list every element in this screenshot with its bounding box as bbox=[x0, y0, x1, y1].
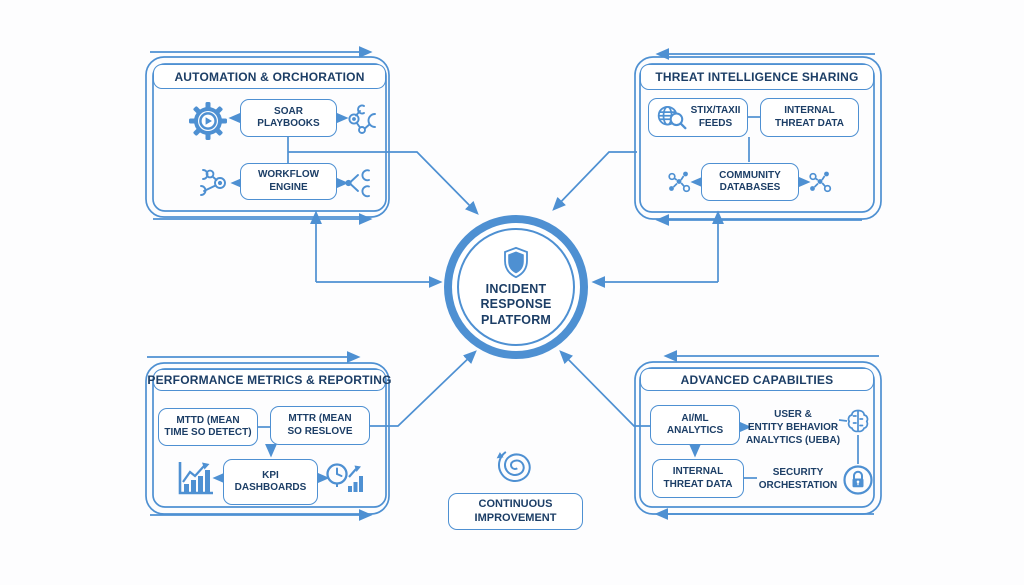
tool-network-icon bbox=[345, 103, 379, 137]
threat-header: THREAT INTELLIGENCE SHARING bbox=[640, 64, 874, 90]
globe-search-icon bbox=[656, 104, 688, 131]
automation-connectors bbox=[150, 46, 479, 288]
clock-chart-icon bbox=[325, 460, 369, 496]
spiral-loop-icon bbox=[493, 445, 537, 485]
aiml-analytics-box: AI/ML ANALYTICS bbox=[650, 405, 740, 445]
soar-playbooks-box: SOAR PLAYBOOKS bbox=[240, 99, 337, 137]
chart-up-icon bbox=[174, 459, 216, 497]
performance-header: PERFORMANCE METRICS & REPORTING bbox=[147, 369, 391, 391]
security-orchestration-label: SECURITY ORCHESTATION bbox=[758, 467, 838, 491]
performance-title: PERFORMANCE METRICS & REPORTING bbox=[147, 373, 392, 387]
shield-icon bbox=[501, 246, 531, 279]
advanced-header: ADVANCED CAPABILTIES bbox=[640, 368, 874, 391]
advanced-connectors bbox=[559, 350, 879, 520]
threat-title: THREAT INTELLIGENCE SHARING bbox=[655, 70, 859, 84]
fork-branch-icon bbox=[343, 166, 373, 200]
lock-icon bbox=[842, 464, 874, 496]
stix-taxii-box: STIX/TAXII FEEDS bbox=[648, 98, 748, 137]
stix-taxii-label: STIX/TAXII FEEDS bbox=[690, 105, 741, 129]
platform-inner-ring: INCIDENT RESPONSE PLATFORM bbox=[457, 228, 575, 346]
threat-connectors bbox=[552, 48, 875, 288]
gear-play-icon bbox=[186, 99, 230, 143]
scatter-network-icon-right bbox=[807, 169, 833, 195]
advanced-title: ADVANCED CAPABILTIES bbox=[680, 372, 834, 387]
robot-arm-icon bbox=[193, 167, 233, 199]
community-databases-box: COMMUNITY DATABASES bbox=[701, 163, 799, 201]
platform-label: INCIDENT RESPONSE PLATFORM bbox=[480, 282, 552, 327]
continuous-improvement-box: CONTINUOUS IMPROVEMENT bbox=[448, 493, 583, 530]
internal-threat-data-box-bottom: INTERNAL THREAT DATA bbox=[652, 459, 744, 498]
scatter-network-icon-left bbox=[666, 169, 692, 195]
incident-response-platform: INCIDENT RESPONSE PLATFORM bbox=[444, 215, 588, 359]
kpi-dashboards-box: KPI DASHBOARDS bbox=[223, 459, 318, 505]
internal-threat-data-box-top: INTERNAL THREAT DATA bbox=[760, 98, 859, 137]
mttr-box: MTTR (MEAN SO RESLOVE bbox=[270, 406, 370, 445]
ueba-label: USER & ENTITY BEHAVIOR ANALYTICS (UEBA) bbox=[745, 409, 841, 446]
automation-header: AUTOMATION & ORCHORATION bbox=[153, 64, 386, 89]
automation-title: AUTOMATION & ORCHORATION bbox=[174, 69, 365, 84]
performance-connectors bbox=[147, 350, 477, 521]
workflow-engine-box: WORKFLOW ENGINE bbox=[240, 163, 337, 200]
brain-icon bbox=[844, 407, 872, 435]
mttd-box: MTTD (MEAN TIME SO DETECT) bbox=[158, 408, 258, 446]
